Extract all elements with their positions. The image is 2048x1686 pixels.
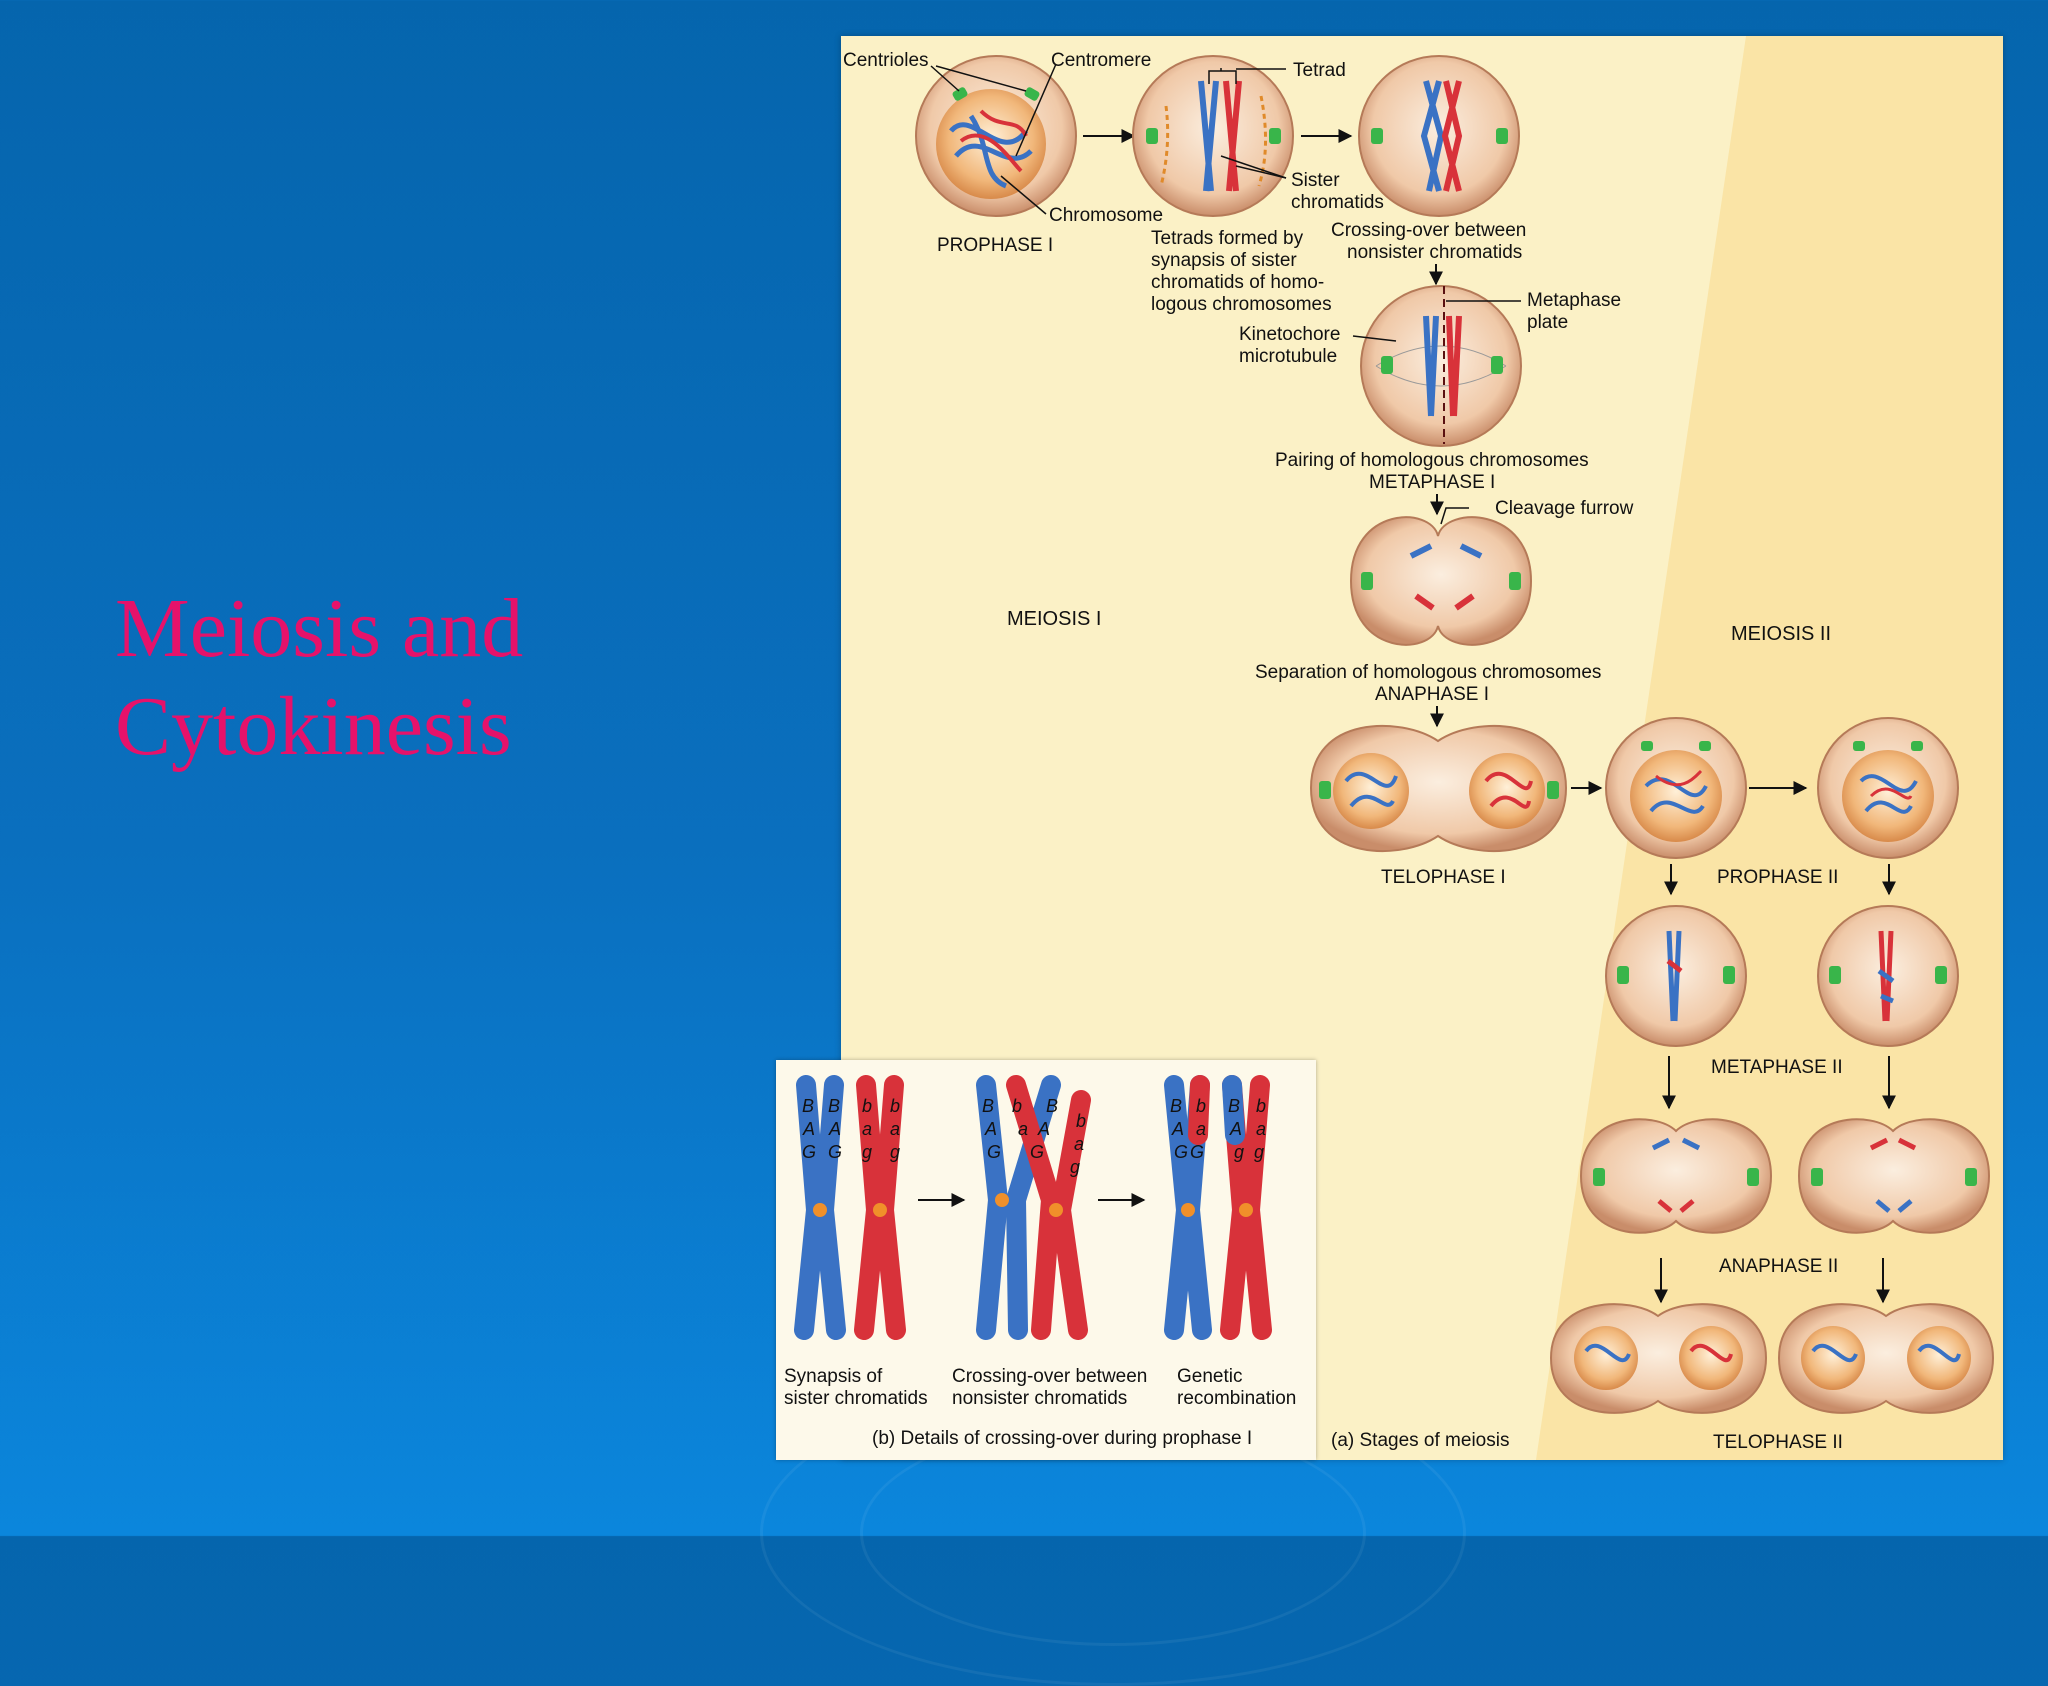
label-chromosome: Chromosome: [1049, 205, 1163, 226]
allele-A-5: A: [1171, 1119, 1184, 1139]
stage-anaphase-i: ANAPHASE I: [1375, 684, 1489, 705]
prophase-i-cell: [915, 55, 1077, 217]
label-cleavage-furrow: Cleavage furrow: [1495, 498, 1634, 519]
allele-b-5: b: [1196, 1096, 1206, 1116]
label-tetrads-4: logous chromosomes: [1151, 294, 1332, 315]
metaphase-i-cell: [1360, 285, 1522, 447]
synapsis-chromosomes: [794, 1075, 906, 1340]
allele-a-1: a: [862, 1119, 872, 1139]
meiosis-stages-figure: Centrioles Centromere Chromosome PROPHAS…: [841, 36, 2003, 1460]
step-crossing-2: nonsister chromatids: [952, 1388, 1127, 1409]
section-meiosis-ii: MEIOSIS II: [1731, 623, 1831, 645]
allele-a-6: a: [1256, 1119, 1266, 1139]
allele-G-1: G: [802, 1142, 816, 1162]
prophase-ii-cell-right: [1817, 717, 1959, 859]
allele-g-4: g: [1070, 1157, 1080, 1177]
allele-B-1: B: [802, 1096, 814, 1116]
allele-G-2: G: [828, 1142, 842, 1162]
allele-b-4: b: [1076, 1111, 1086, 1131]
allele-G-4: G: [1030, 1142, 1044, 1162]
allele-B-2: B: [828, 1096, 840, 1116]
allele-B-4: B: [1046, 1096, 1058, 1116]
step-synapsis-1: Synapsis of: [784, 1366, 883, 1387]
allele-b-1: b: [862, 1096, 872, 1116]
label-tetrad: Tetrad: [1293, 60, 1346, 81]
step-recombination-1: Genetic: [1177, 1366, 1242, 1387]
allele-G-3: G: [987, 1142, 1001, 1162]
crossing-over-chromosomes: [976, 1075, 1091, 1340]
label-kinetochore-1: Kinetochore: [1239, 324, 1340, 345]
stage-prophase-ii: PROPHASE II: [1717, 867, 1838, 888]
telophase-ii-cell-right: [1777, 1303, 1995, 1414]
allele-g-1: g: [862, 1142, 872, 1162]
label-centrioles: Centrioles: [843, 50, 929, 71]
label-sister-chromatids-2: chromatids: [1291, 192, 1384, 213]
anaphase-i-cell: [1349, 516, 1533, 646]
label-crossing-over-2: nonsister chromatids: [1347, 242, 1522, 263]
stage-prophase-i: PROPHASE I: [937, 235, 1053, 256]
allele-A-2: A: [828, 1119, 841, 1139]
label-tetrads-3: chromatids of homo-: [1151, 272, 1324, 293]
stage-metaphase-i: METAPHASE I: [1369, 472, 1495, 493]
tetrad-cell: [1132, 55, 1294, 217]
anaphase-ii-cell-right: [1797, 1118, 1991, 1234]
allele-b-2: b: [890, 1096, 900, 1116]
crossing-over-detail-figure: B A G B A G b a g b a g B A G b a B A G …: [776, 1060, 1316, 1460]
allele-A-4: A: [1037, 1119, 1050, 1139]
label-crossing-over-1: Crossing-over between: [1331, 220, 1526, 241]
metaphase-ii-cell-left: [1605, 905, 1747, 1047]
allele-B-3: B: [982, 1096, 994, 1116]
section-meiosis-i: MEIOSIS I: [1007, 608, 1101, 630]
label-pairing: Pairing of homologous chromosomes: [1275, 450, 1589, 471]
allele-g-5: g: [1234, 1142, 1244, 1162]
allele-g-6: g: [1254, 1142, 1264, 1162]
allele-B-6: B: [1228, 1096, 1240, 1116]
stage-anaphase-ii: ANAPHASE II: [1719, 1256, 1838, 1277]
prophase-ii-cell-left: [1605, 717, 1747, 859]
anaphase-ii-cell-left: [1579, 1118, 1773, 1234]
stage-telophase-ii: TELOPHASE II: [1713, 1432, 1843, 1453]
label-separation: Separation of homologous chromosomes: [1255, 662, 1601, 683]
stage-telophase-i: TELOPHASE I: [1381, 867, 1506, 888]
stage-metaphase-ii: METAPHASE II: [1711, 1057, 1843, 1078]
telophase-i-cell: [1309, 725, 1568, 852]
allele-A-6: A: [1229, 1119, 1242, 1139]
allele-G-5: G: [1174, 1142, 1188, 1162]
allele-G-6: G: [1190, 1142, 1204, 1162]
slide-title: Meiosis and Cytokinesis: [115, 582, 524, 773]
label-tetrads-2: synapsis of sister: [1151, 250, 1297, 271]
caption-b: (b) Details of crossing-over during prop…: [872, 1428, 1252, 1449]
allele-g-2: g: [890, 1142, 900, 1162]
label-metaphase-plate-2: plate: [1527, 312, 1568, 333]
allele-a-2: a: [890, 1119, 900, 1139]
telophase-ii-cell-left: [1549, 1303, 1768, 1414]
label-tetrads-1: Tetrads formed by: [1151, 228, 1304, 249]
step-synapsis-2: sister chromatids: [784, 1388, 928, 1409]
step-crossing-1: Crossing-over between: [952, 1366, 1147, 1387]
allele-b-6: b: [1256, 1096, 1266, 1116]
crossing-over-cell: [1358, 55, 1520, 217]
recombined-chromosomes: [1164, 1075, 1272, 1340]
allele-a-3: a: [1018, 1119, 1028, 1139]
label-centromere: Centromere: [1051, 50, 1151, 71]
allele-B-5: B: [1170, 1096, 1182, 1116]
label-kinetochore-2: microtubule: [1239, 346, 1337, 367]
allele-A-3: A: [984, 1119, 997, 1139]
allele-a-4: a: [1074, 1134, 1084, 1154]
step-recombination-2: recombination: [1177, 1388, 1296, 1409]
allele-a-5: a: [1196, 1119, 1206, 1139]
label-sister-chromatids-1: Sister: [1291, 170, 1340, 191]
allele-b-3: b: [1012, 1096, 1022, 1116]
allele-A-1: A: [802, 1119, 815, 1139]
metaphase-ii-cell-right: [1817, 905, 1959, 1047]
label-metaphase-plate-1: Metaphase: [1527, 290, 1621, 311]
caption-a: (a) Stages of meiosis: [1331, 1430, 1509, 1451]
